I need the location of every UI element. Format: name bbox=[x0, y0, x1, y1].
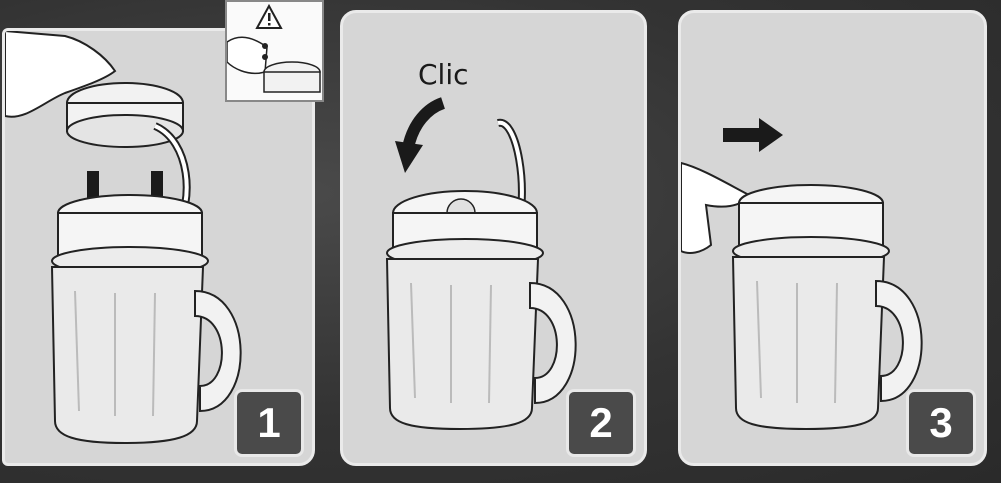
step-number-badge: 2 bbox=[566, 389, 636, 457]
warning-inset bbox=[225, 0, 324, 102]
click-label: Clic bbox=[418, 58, 469, 91]
step-3-illustration bbox=[681, 118, 923, 431]
step-2-illustration bbox=[385, 97, 577, 431]
rotate-arrow-icon bbox=[395, 97, 446, 173]
step-2-panel: 2 bbox=[340, 10, 647, 466]
right-arrow-icon bbox=[723, 118, 783, 152]
step-1-illustration bbox=[5, 31, 242, 445]
warning-inset-illustration bbox=[226, 3, 321, 93]
step-number-badge: 3 bbox=[906, 389, 976, 457]
step-number-badge: 1 bbox=[234, 389, 304, 457]
step-3-panel: 3 bbox=[678, 10, 987, 466]
warning-triangle-icon bbox=[255, 3, 283, 29]
